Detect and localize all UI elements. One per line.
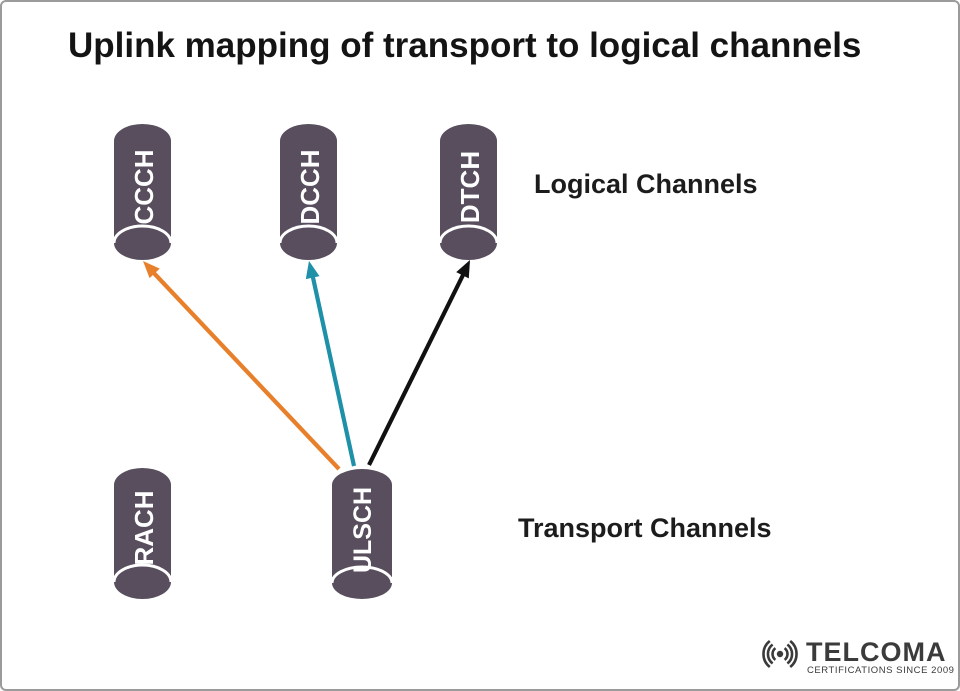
- cylinder-dcch: DCCH: [280, 124, 337, 260]
- page-title: Uplink mapping of transport to logical c…: [68, 26, 862, 65]
- cylinder-label: ULSCH: [349, 487, 377, 573]
- cylinder-body: [440, 124, 497, 260]
- logical-channels-label: Logical Channels: [534, 169, 758, 199]
- cylinder-dtch: DTCH: [440, 124, 497, 260]
- transport-channels-label: Transport Channels: [518, 513, 772, 543]
- cylinder-cap-line: [280, 224, 337, 244]
- cylinder-cap-line: [114, 563, 171, 583]
- cylinder-rach: RACH: [114, 468, 171, 599]
- cylinder-ccch: CCCH: [114, 124, 171, 260]
- cylinder-label: DCCH: [295, 149, 325, 224]
- cylinder-cap-line: [440, 224, 497, 244]
- broadcast-waves-icon: [762, 639, 798, 669]
- arrow-ulsch-to-ccch: [143, 261, 341, 471]
- cylinder-label: CCCH: [129, 149, 159, 224]
- cylinder-body: [332, 469, 392, 599]
- cylinder-body: [280, 124, 337, 260]
- logo-brand-text: TELCOMA: [806, 637, 947, 667]
- arrow-ulsch-to-dcch: [305, 261, 357, 467]
- logo-tagline-text: CERTIFICATIONS SINCE 2009: [807, 665, 955, 676]
- cylinder-cap-line: [332, 565, 392, 584]
- cylinder-label: RACH: [129, 490, 159, 565]
- cylinder-label: DTCH: [455, 151, 485, 223]
- cylinder-cap-line: [114, 224, 171, 244]
- cylinder-ulsch: ULSCH: [332, 469, 392, 599]
- arrow-ulsch-to-dtch: [367, 260, 470, 466]
- cylinder-body: [114, 124, 171, 260]
